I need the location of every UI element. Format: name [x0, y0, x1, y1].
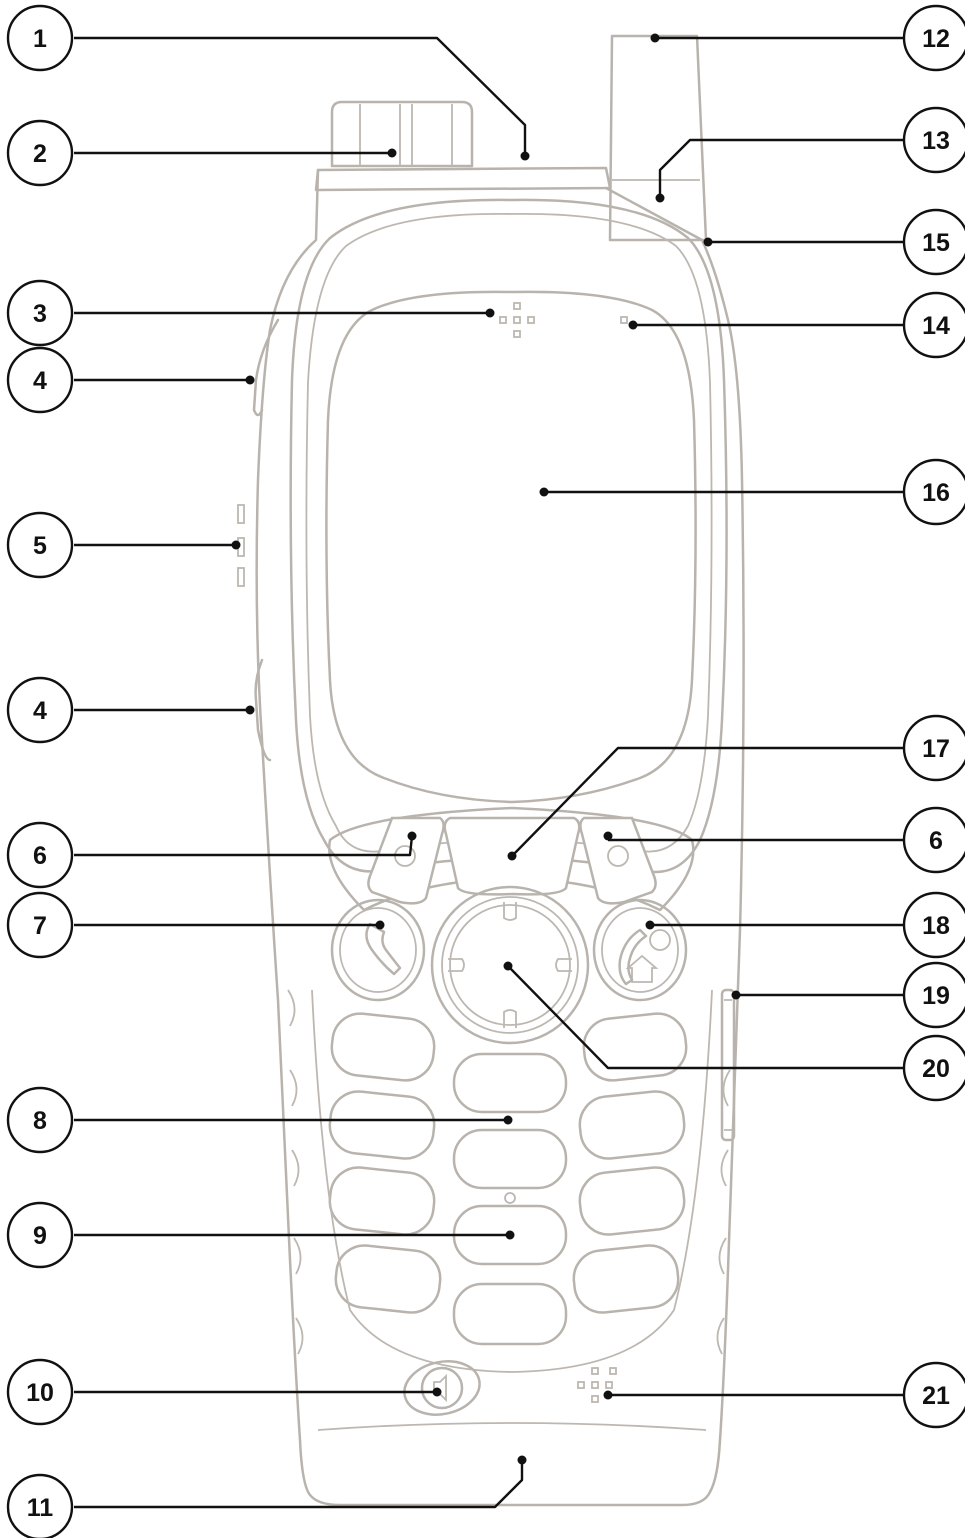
callout-4-lower: 4	[8, 678, 72, 742]
svg-text:14: 14	[922, 312, 950, 340]
side-grips	[288, 990, 730, 1354]
callout-20: 20	[904, 1036, 965, 1100]
callout-14: 14	[904, 293, 965, 357]
callouts: 1 2 3 4 5 4 6 7 8 9 10 11 12 13 15 14 16…	[8, 6, 965, 1538]
callout-3: 3	[8, 281, 72, 345]
callout-17: 17	[904, 716, 965, 780]
svg-text:6: 6	[929, 827, 943, 855]
svg-text:6: 6	[33, 842, 47, 870]
svg-text:4: 4	[33, 367, 47, 395]
callout-2: 2	[8, 121, 72, 185]
light-sensor	[621, 317, 627, 323]
svg-text:3: 3	[33, 300, 47, 328]
top-knob	[332, 102, 472, 166]
callout-8: 8	[8, 1088, 72, 1152]
callout-15: 15	[904, 210, 965, 274]
svg-text:20: 20	[922, 1055, 950, 1083]
phone-handset-icon	[366, 924, 400, 974]
svg-text:17: 17	[922, 735, 950, 763]
leader-lines	[74, 34, 906, 1508]
callout-21: 21	[904, 1363, 965, 1427]
svg-text:4: 4	[33, 697, 47, 725]
callout-10: 10	[8, 1360, 72, 1424]
callout-1: 1	[8, 6, 72, 70]
svg-text:7: 7	[33, 912, 47, 940]
svg-text:21: 21	[922, 1382, 950, 1410]
svg-text:18: 18	[922, 912, 950, 940]
callout-11: 11	[8, 1475, 72, 1538]
svg-text:19: 19	[922, 982, 950, 1010]
power-icon	[650, 930, 670, 950]
end-key	[594, 900, 686, 1000]
svg-text:16: 16	[922, 479, 950, 507]
callout-13: 13	[904, 108, 965, 172]
callout-5: 5	[8, 513, 72, 577]
bottom-edge	[318, 1423, 706, 1430]
callout-7: 7	[8, 893, 72, 957]
callout-6-right: 6	[904, 808, 965, 872]
callout-12: 12	[904, 6, 965, 70]
keypad	[327, 1011, 689, 1344]
svg-text:9: 9	[33, 1222, 47, 1250]
svg-text:2: 2	[33, 140, 47, 168]
callout-6-left: 6	[8, 823, 72, 887]
svg-text:12: 12	[922, 25, 950, 53]
svg-text:8: 8	[33, 1107, 47, 1135]
top-cap	[316, 168, 610, 190]
callout-19: 19	[904, 963, 965, 1027]
display-bezel	[291, 200, 727, 872]
svg-text:15: 15	[922, 229, 950, 257]
display-screen	[326, 292, 695, 802]
svg-text:5: 5	[33, 532, 47, 560]
keypad-nub	[505, 1193, 515, 1203]
keypad-surround	[312, 990, 712, 1372]
svg-text:1: 1	[33, 25, 47, 53]
svg-text:10: 10	[26, 1379, 54, 1407]
svg-text:13: 13	[922, 127, 950, 155]
left-softkey	[368, 818, 443, 903]
callout-4-upper: 4	[8, 348, 72, 412]
right-softkey	[580, 818, 655, 903]
send-key	[332, 900, 424, 1000]
callout-9: 9	[8, 1203, 72, 1267]
callout-18: 18	[904, 893, 965, 957]
svg-text:11: 11	[27, 1494, 54, 1522]
earpiece	[500, 303, 534, 337]
phone-illustration	[238, 36, 744, 1505]
callout-16: 16	[904, 460, 965, 524]
